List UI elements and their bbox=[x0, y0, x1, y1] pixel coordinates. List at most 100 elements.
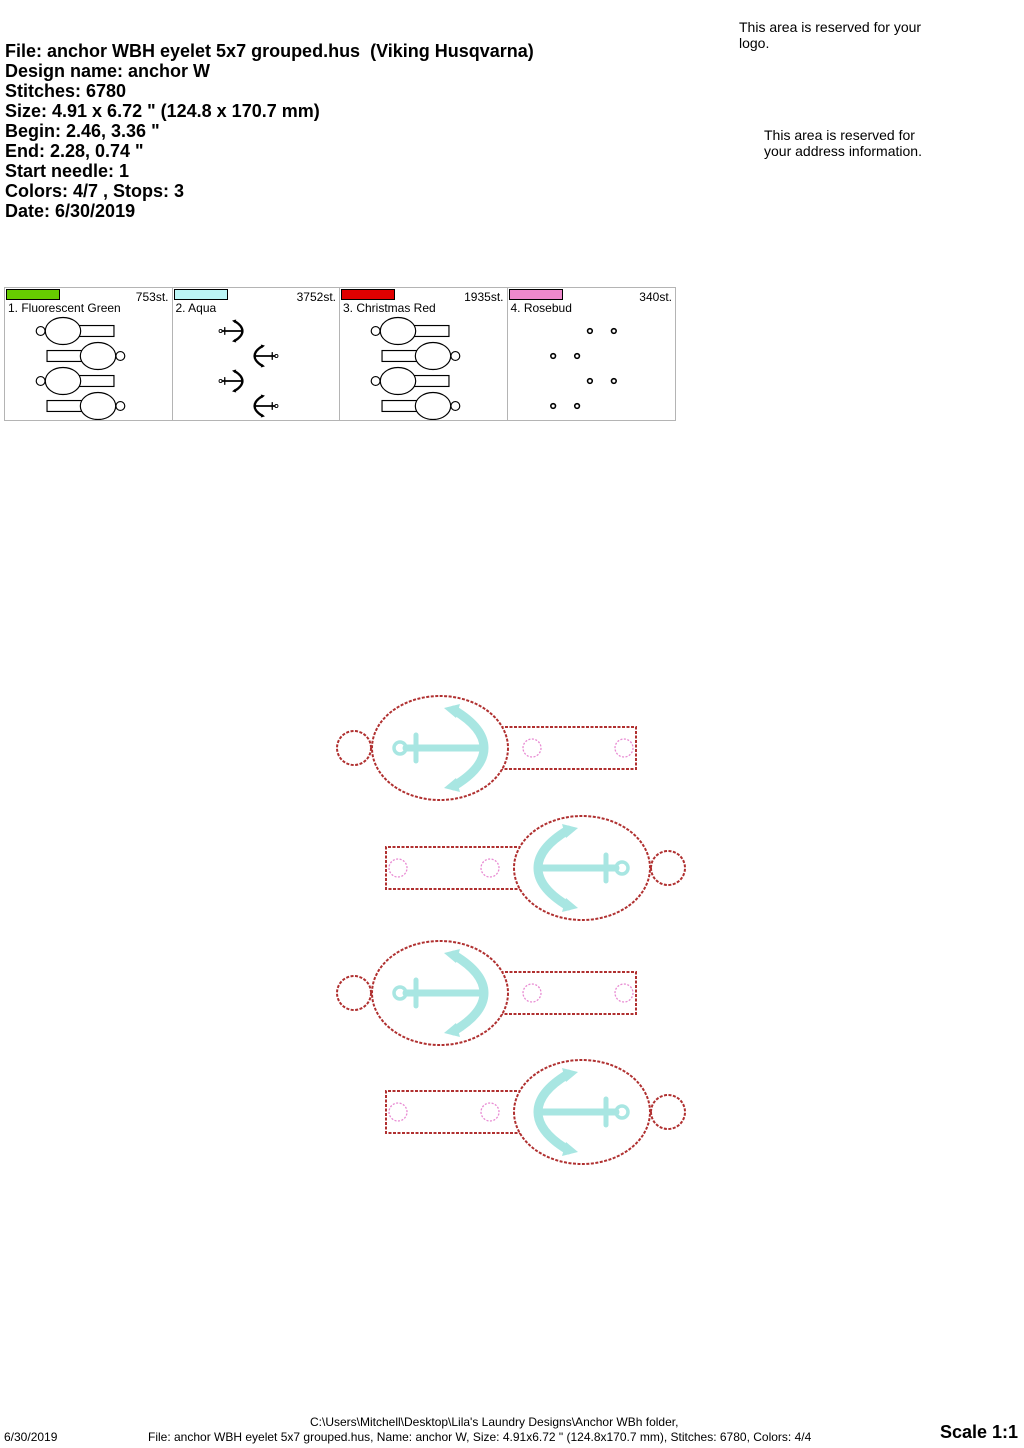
fob-strap bbox=[46, 399, 85, 413]
color-swatch bbox=[6, 289, 60, 300]
key-fob bbox=[370, 366, 450, 396]
anchor-ring bbox=[614, 1104, 630, 1120]
fob-loop bbox=[370, 375, 381, 387]
fob-strap bbox=[495, 726, 637, 770]
fob-oval bbox=[44, 316, 82, 346]
anchor-ring bbox=[218, 378, 223, 384]
fob-oval bbox=[379, 366, 417, 396]
eyelet bbox=[610, 327, 617, 335]
key-fob bbox=[252, 344, 278, 368]
stitch-count: 1935st. bbox=[464, 290, 504, 304]
palette-cell: 340st. 4. Rosebud bbox=[508, 288, 676, 420]
anchor-fluke bbox=[562, 824, 578, 838]
fob-loop bbox=[650, 850, 686, 886]
address-note: This area is reserved for your address i… bbox=[764, 127, 922, 159]
fob-oval bbox=[379, 316, 417, 346]
eyelet bbox=[480, 858, 500, 878]
fob-loop bbox=[450, 400, 461, 412]
fob-strap bbox=[381, 399, 420, 413]
key-fob bbox=[218, 319, 244, 343]
eyelet bbox=[614, 983, 634, 1003]
anchor-motif bbox=[392, 704, 489, 792]
key-fob bbox=[549, 352, 580, 360]
info-begin: Begin: 2.46, 3.36 " bbox=[5, 121, 160, 141]
fob-loop bbox=[35, 375, 46, 387]
eyelet bbox=[522, 738, 542, 758]
key-fob bbox=[35, 316, 115, 346]
scale-label: Scale 1:1 bbox=[939, 1422, 1018, 1442]
thumbnail-preview bbox=[35, 316, 126, 420]
anchor-fluke bbox=[444, 1023, 460, 1037]
key-fob bbox=[385, 815, 686, 921]
key-fob bbox=[586, 377, 617, 385]
anchor-arms bbox=[232, 369, 244, 393]
key-fob bbox=[46, 341, 126, 371]
fob-strap bbox=[46, 349, 85, 363]
anchor-ring bbox=[392, 740, 408, 756]
eyelet bbox=[549, 402, 556, 410]
info-file: File: anchor WBH eyelet 5x7 grouped.hus … bbox=[5, 41, 534, 61]
fob-loop bbox=[370, 325, 381, 337]
eyelet bbox=[549, 352, 556, 360]
eyelet bbox=[388, 858, 408, 878]
anchor-ring bbox=[273, 403, 278, 409]
anchor-arms bbox=[252, 344, 264, 368]
info-stitches: Stitches: 6780 bbox=[5, 81, 127, 101]
footer-details: File: anchor WBH eyelet 5x7 grouped.hus,… bbox=[148, 1430, 812, 1444]
thumbnail-preview bbox=[549, 327, 617, 410]
anchor-arms bbox=[533, 1069, 573, 1155]
fob-loop bbox=[115, 350, 126, 362]
fob-loop bbox=[35, 325, 46, 337]
color-swatch bbox=[508, 289, 563, 300]
anchor-motif bbox=[252, 394, 278, 418]
anchor-fluke bbox=[260, 363, 265, 368]
fob-oval bbox=[414, 341, 452, 371]
fob-strap bbox=[76, 324, 115, 338]
fob-strap bbox=[76, 374, 115, 388]
fob-strap bbox=[381, 349, 420, 363]
color-name: 1. Fluorescent Green bbox=[8, 301, 121, 315]
key-fob bbox=[586, 327, 617, 335]
stitch-count: 340st. bbox=[639, 290, 672, 304]
eyelet bbox=[573, 402, 580, 410]
key-fob bbox=[370, 316, 450, 346]
anchor-motif bbox=[533, 1068, 630, 1156]
design-info: File: anchor WBH eyelet 5x7 grouped.hus … bbox=[5, 41, 534, 221]
fob-loop bbox=[115, 400, 126, 412]
info-colors: Colors: 4/7 , Stops: 3 bbox=[5, 181, 185, 201]
fob-strap bbox=[411, 324, 450, 338]
key-fob bbox=[381, 391, 461, 420]
color-swatch bbox=[173, 289, 228, 300]
eyelet bbox=[586, 377, 593, 385]
key-fob bbox=[381, 341, 461, 371]
key-fob bbox=[218, 369, 244, 393]
anchor-arms bbox=[449, 705, 489, 791]
key-fob bbox=[336, 940, 637, 1046]
anchor-fluke bbox=[562, 898, 578, 912]
anchor-arms bbox=[533, 825, 573, 911]
anchor-ring bbox=[614, 860, 630, 876]
anchor-fluke bbox=[231, 369, 236, 374]
color-palette: 753st. 1. Fluorescent Green 3752st. 2. A… bbox=[4, 287, 676, 421]
anchor-fluke bbox=[444, 704, 460, 718]
anchor-arms bbox=[232, 319, 244, 343]
anchor-ring bbox=[273, 353, 278, 359]
fob-strap bbox=[385, 1090, 527, 1134]
anchor-fluke bbox=[562, 1068, 578, 1082]
fob-strap bbox=[495, 971, 637, 1015]
anchor-fluke bbox=[260, 413, 265, 418]
fob-loop bbox=[336, 975, 372, 1011]
anchor-motif bbox=[252, 344, 278, 368]
logo-note: This area is reserved for your logo. bbox=[739, 19, 922, 51]
eyelet bbox=[614, 738, 634, 758]
color-name: 4. Rosebud bbox=[510, 301, 572, 315]
anchor-fluke bbox=[444, 778, 460, 792]
anchor-arms bbox=[252, 394, 264, 418]
anchor-arms bbox=[449, 950, 489, 1036]
key-fob bbox=[46, 391, 126, 420]
info-size: Size: 4.91 x 6.72 " (124.8 x 170.7 mm) bbox=[5, 101, 320, 121]
fob-oval bbox=[414, 391, 452, 420]
stitch-count: 753st. bbox=[135, 290, 169, 304]
embroidery-design-preview bbox=[336, 695, 686, 1165]
thumbnail-preview bbox=[218, 319, 278, 418]
